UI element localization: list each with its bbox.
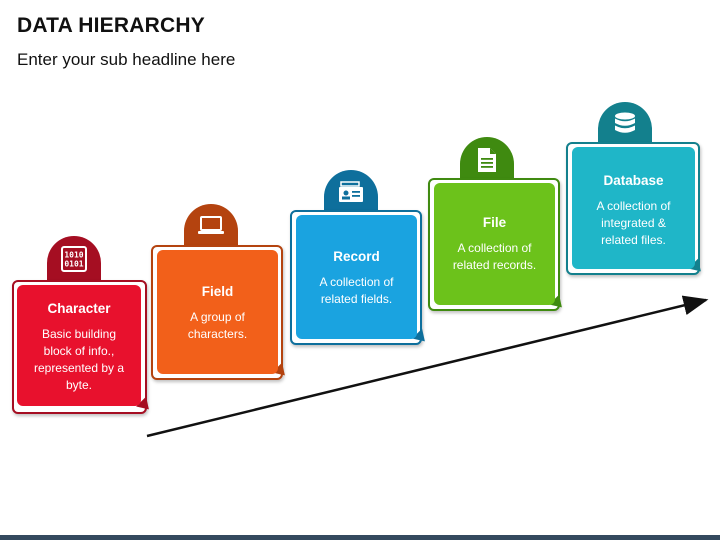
- step-description: Basic building block of info., represent…: [33, 327, 125, 392]
- step-title: Record: [333, 249, 380, 264]
- step-title: File: [482, 215, 507, 230]
- step-description: A collection of integrated & related fil…: [596, 199, 671, 247]
- footer-bar: [0, 535, 720, 540]
- svg-text:0101: 0101: [64, 260, 83, 269]
- page-title: DATA HIERARCHY: [17, 14, 205, 37]
- laptop-icon: [198, 216, 224, 234]
- step-description: A group of characters.: [187, 310, 248, 341]
- svg-text:1010: 1010: [64, 251, 83, 260]
- step-description: A collection of related fields.: [319, 275, 394, 306]
- step-title: Database: [603, 173, 664, 188]
- id-card-icon: [339, 181, 363, 202]
- step-title: Field: [201, 284, 234, 299]
- database-icon: [615, 112, 635, 133]
- document-icon: [478, 148, 496, 172]
- character-tab: 1010 0101: [47, 236, 101, 286]
- binary-code-icon: 1010 0101: [61, 246, 87, 272]
- step-title: Character: [47, 301, 111, 316]
- page-subtitle: Enter your sub headline here: [17, 50, 236, 69]
- step-description: A collection of related records.: [452, 241, 537, 272]
